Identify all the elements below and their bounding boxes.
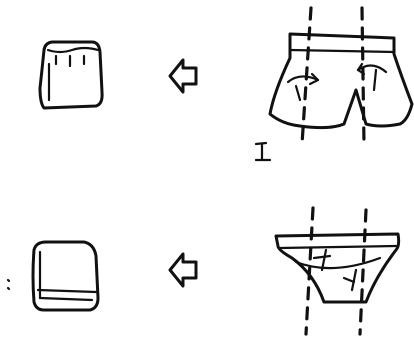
step-label-1: I: [256, 143, 270, 162]
boxer-shorts-icon: [270, 8, 412, 144]
briefs-icon: [276, 208, 399, 334]
step-1-label-text: I: [258, 146, 262, 162]
left-arrow-icon: [170, 60, 196, 92]
folded-briefs-icon: [8, 242, 98, 310]
folded-shorts-icon: [40, 42, 102, 108]
left-arrow-icon: [170, 254, 196, 286]
